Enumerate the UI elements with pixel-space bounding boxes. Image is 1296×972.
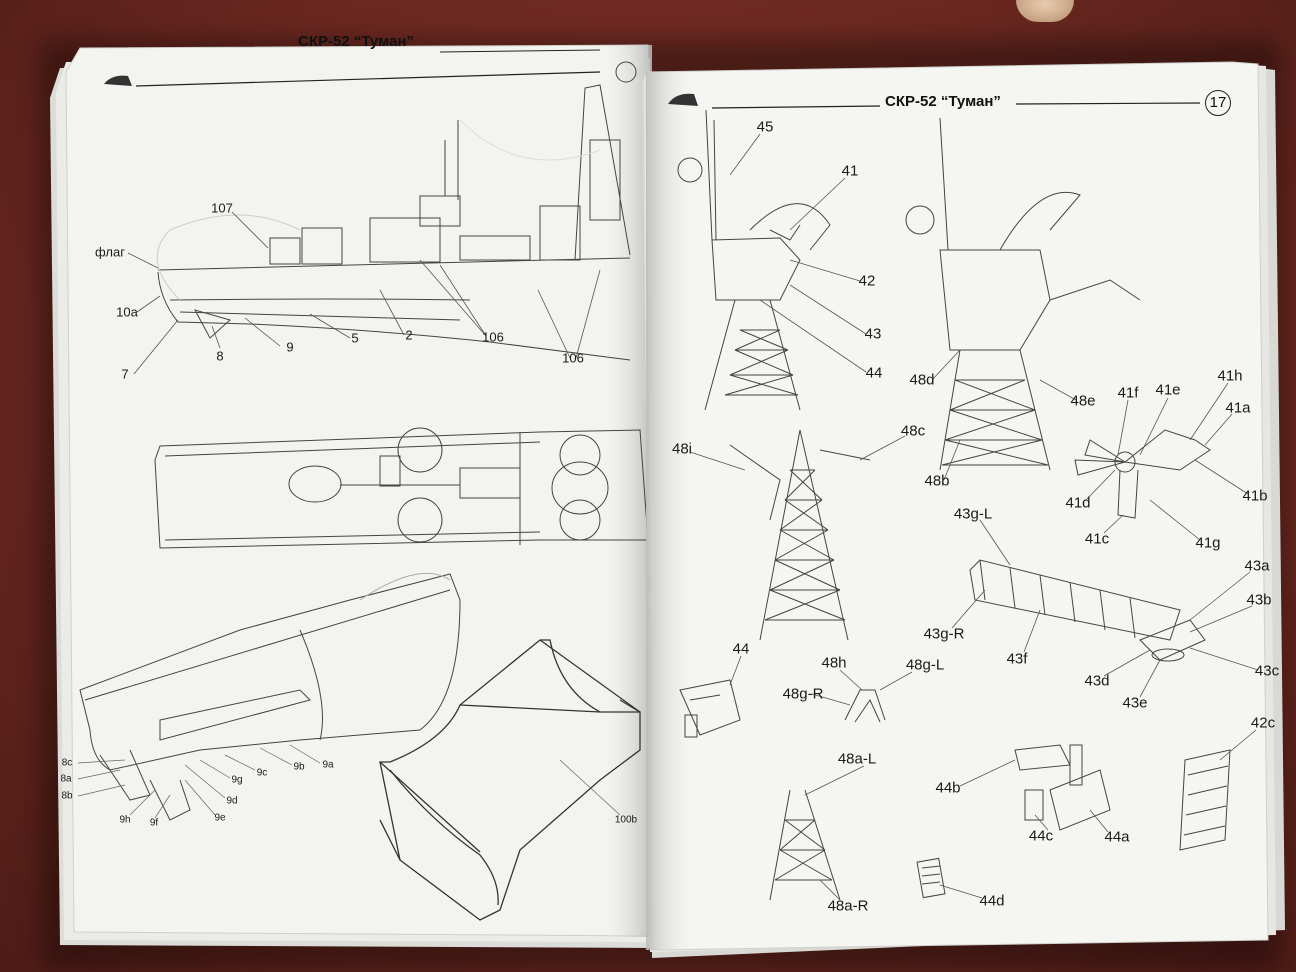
- part-label-9e: 9e: [214, 812, 226, 824]
- part-label-41b: 41b: [1242, 487, 1268, 505]
- part-label-43c: 43c: [1254, 662, 1280, 680]
- part-label-43gl: 43g-L: [953, 505, 993, 523]
- part-label-44a: 44a: [1104, 828, 1130, 846]
- part-label-8a: 8a: [60, 773, 72, 785]
- part-label-9b: 9b: [293, 761, 305, 773]
- part-label-100b: 100b: [614, 814, 638, 826]
- part-label-106a: 106: [482, 329, 504, 345]
- part-label-8: 8: [216, 348, 224, 364]
- part-label-48b: 48b: [924, 472, 950, 490]
- part-label-43d: 43d: [1084, 672, 1110, 690]
- right-page-number: 17: [1205, 90, 1231, 116]
- part-label-10a: 10a: [116, 304, 138, 320]
- part-label-43: 43: [864, 325, 882, 343]
- part-label-107: 107: [211, 200, 233, 216]
- part-label-43gr: 43g-R: [923, 625, 965, 643]
- part-label-48i: 48i: [671, 440, 693, 458]
- part-label-flag: флаг: [95, 244, 125, 260]
- part-label-5: 5: [351, 330, 359, 346]
- part-label-41c: 41c: [1084, 530, 1110, 548]
- part-label-48ar: 48a-R: [827, 897, 869, 915]
- part-label-44b: 44b: [935, 779, 961, 797]
- part-label-48gr: 48g-R: [782, 685, 824, 703]
- wooden-object: [1016, 0, 1074, 22]
- part-label-2: 2: [405, 327, 413, 343]
- part-label-48h: 48h: [821, 654, 847, 672]
- part-label-41d: 41d: [1065, 494, 1091, 512]
- part-label-41h: 41h: [1217, 367, 1243, 385]
- part-label-9d: 9d: [226, 795, 238, 807]
- part-label-44a_top: 44: [865, 364, 883, 382]
- part-label-106b: 106: [562, 350, 584, 366]
- part-label-44: 44: [732, 640, 750, 658]
- part-label-48d: 48d: [909, 371, 935, 389]
- part-label-48e: 48e: [1070, 392, 1096, 410]
- part-label-7: 7: [121, 366, 129, 382]
- part-label-9f: 9f: [149, 817, 159, 829]
- part-label-48al: 48a-L: [837, 750, 877, 768]
- part-label-43f: 43f: [1006, 650, 1028, 668]
- part-label-9a: 9a: [322, 759, 334, 771]
- part-label-42c: 42c: [1250, 714, 1276, 732]
- part-label-43e: 43e: [1122, 694, 1148, 712]
- part-label-9h: 9h: [119, 814, 131, 826]
- part-label-41: 41: [841, 162, 859, 180]
- part-label-41a: 41a: [1225, 399, 1251, 417]
- part-label-9c: 9c: [256, 767, 268, 779]
- part-label-48c: 48c: [900, 422, 926, 440]
- part-label-8b: 8b: [61, 790, 73, 802]
- part-label-8c: 8c: [61, 757, 73, 769]
- part-label-45: 45: [756, 118, 774, 136]
- part-label-44d: 44d: [979, 892, 1005, 910]
- part-label-42: 42: [858, 272, 876, 290]
- part-label-41f: 41f: [1117, 384, 1139, 402]
- part-label-44c: 44c: [1028, 827, 1054, 845]
- part-label-48gl: 48g-L: [905, 656, 945, 674]
- part-label-41e: 41e: [1155, 381, 1181, 399]
- left-header-title: СКР-52 “Туман”: [298, 33, 414, 50]
- part-label-41g: 41g: [1195, 534, 1221, 552]
- part-label-43b: 43b: [1246, 591, 1272, 609]
- part-label-43a: 43a: [1244, 557, 1270, 575]
- part-label-9g: 9g: [231, 774, 243, 786]
- part-label-9: 9: [286, 339, 294, 355]
- right-header-title: СКР-52 “Туман”: [885, 93, 1001, 110]
